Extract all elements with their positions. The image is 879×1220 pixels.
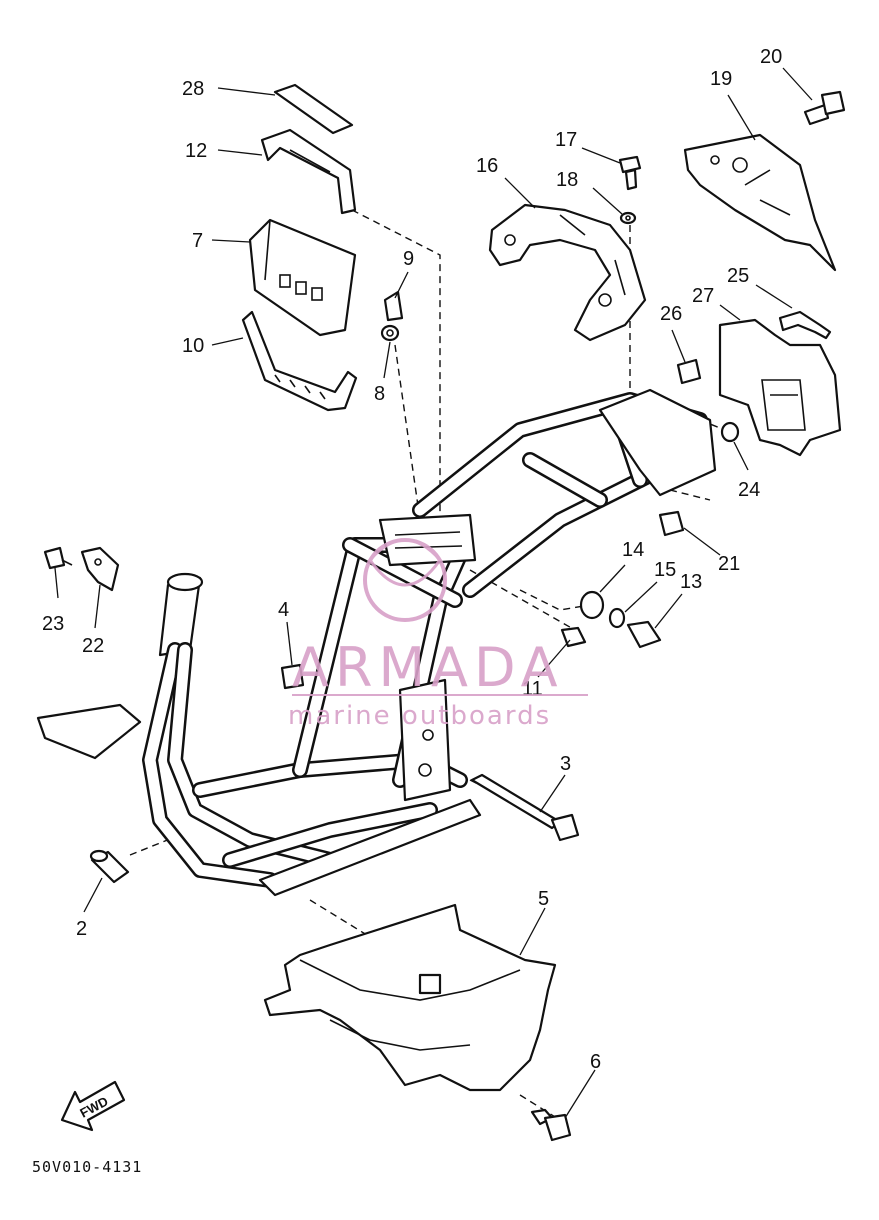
part-6-bolt bbox=[530, 1108, 572, 1142]
part-17-bolt bbox=[618, 155, 642, 191]
part-28-pad bbox=[273, 83, 354, 135]
part-8-nut bbox=[380, 324, 400, 342]
callout-10: 10 bbox=[182, 335, 204, 357]
watermark: ARMADA marine outboards bbox=[288, 538, 588, 731]
part-2-collar bbox=[89, 849, 130, 884]
part-15-washer bbox=[608, 607, 626, 629]
callout-6: 6 bbox=[590, 1051, 601, 1073]
part-27-side-cover bbox=[718, 318, 842, 457]
part-18-washer bbox=[619, 211, 637, 225]
seat-bracket bbox=[378, 513, 477, 567]
part-14-bushing bbox=[579, 590, 605, 620]
part-21-nut bbox=[658, 510, 685, 537]
floor-bracket bbox=[258, 798, 482, 897]
callout-2: 2 bbox=[76, 918, 87, 940]
callout-18: 18 bbox=[556, 169, 578, 191]
callout-24: 24 bbox=[738, 479, 760, 501]
head-tube-top bbox=[166, 572, 204, 592]
drawing-code: 50V010-4131 bbox=[32, 1158, 142, 1176]
watermark-brand: ARMADA bbox=[292, 636, 564, 699]
watermark-logo-icon bbox=[363, 538, 447, 622]
callout-4: 4 bbox=[278, 599, 289, 621]
part-5-under-cover bbox=[263, 903, 557, 1092]
part-24-cap bbox=[720, 421, 740, 443]
callout-5: 5 bbox=[538, 888, 549, 910]
callout-17: 17 bbox=[555, 129, 577, 151]
forward-arrow-icon: FWD bbox=[60, 1080, 126, 1132]
callout-12: 12 bbox=[185, 140, 207, 162]
callout-9: 9 bbox=[403, 248, 414, 270]
part-22-bracket bbox=[80, 546, 120, 592]
callout-16: 16 bbox=[476, 155, 498, 177]
callout-23: 23 bbox=[42, 613, 64, 635]
front-plate bbox=[36, 703, 142, 760]
callout-3: 3 bbox=[560, 753, 571, 775]
engine-mount-plate bbox=[398, 678, 452, 802]
callout-22: 22 bbox=[82, 635, 104, 657]
callout-8: 8 bbox=[374, 383, 385, 405]
part-3-engine-bolt bbox=[470, 773, 580, 842]
leader-lines bbox=[54, 67, 813, 1119]
part-16-bracket bbox=[488, 203, 647, 342]
callout-13: 13 bbox=[680, 571, 702, 593]
part-13-bolt bbox=[626, 620, 662, 649]
part-12-battery-band bbox=[260, 128, 357, 215]
callout-7: 7 bbox=[192, 230, 203, 252]
part-11-bolt bbox=[560, 626, 587, 648]
part-9-clip bbox=[383, 290, 404, 322]
callout-25: 25 bbox=[727, 265, 749, 287]
callout-28: 28 bbox=[182, 78, 204, 100]
part-23-bolt bbox=[43, 546, 73, 570]
part-7-battery-box bbox=[248, 218, 357, 337]
main-frame bbox=[36, 388, 717, 897]
callout-20: 20 bbox=[760, 46, 782, 68]
part-10-holder-strap bbox=[241, 310, 358, 412]
callout-14: 14 bbox=[622, 539, 644, 561]
part-19-plate bbox=[683, 133, 837, 272]
rear-bracket bbox=[598, 388, 717, 497]
part-4-nut bbox=[280, 663, 305, 690]
part-25-bolt-pair bbox=[778, 310, 832, 340]
watermark-tagline: marine outboards bbox=[288, 701, 551, 731]
callout-26: 26 bbox=[660, 303, 682, 325]
callout-19: 19 bbox=[710, 68, 732, 90]
part-20-bolt bbox=[803, 90, 846, 126]
callout-27: 27 bbox=[692, 285, 714, 307]
callout-15: 15 bbox=[654, 559, 676, 581]
callout-labels: 28 12 7 9 10 8 17 16 18 19 20 25 27 26 2… bbox=[42, 46, 782, 1073]
part-26-nut bbox=[676, 358, 702, 385]
callout-21: 21 bbox=[718, 553, 740, 575]
